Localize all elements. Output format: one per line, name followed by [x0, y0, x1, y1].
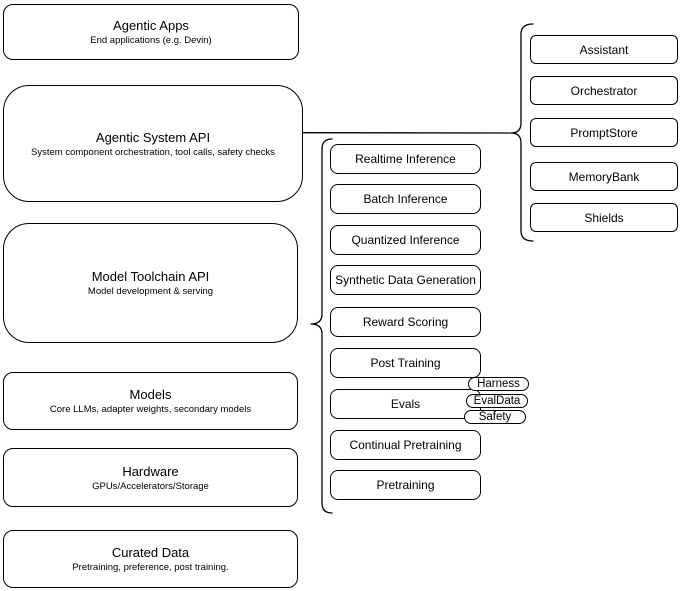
node-title: Hardware [122, 463, 179, 479]
node-subtitle: End applications (e.g. Devin) [90, 35, 212, 46]
tag-safety: Safety [464, 410, 526, 424]
node-quantized-inference: Quantized Inference [330, 225, 481, 255]
node-model-toolchain-api: Model Toolchain API Model development & … [3, 223, 298, 343]
tag-evaldata: EvalData [466, 394, 528, 408]
node-pretraining: Pretraining [330, 470, 481, 500]
node-models: Models Core LLMs, adapter weights, secon… [3, 372, 298, 430]
node-orchestrator: Orchestrator [530, 76, 678, 105]
node-batch-inference: Batch Inference [330, 184, 481, 214]
node-subtitle: GPUs/Accelerators/Storage [92, 480, 209, 492]
node-promptstore: PromptStore [530, 118, 678, 147]
node-title: Agentic Apps [113, 18, 189, 33]
node-title: Agentic System API [95, 129, 211, 145]
node-agentic-system-api: Agentic System API System component orch… [3, 85, 303, 202]
node-continual-pretraining: Continual Pretraining [330, 430, 481, 460]
node-subtitle: Pretraining, preference, post training. [72, 562, 229, 573]
node-realtime-inference: Realtime Inference [330, 144, 481, 174]
toolchain-brace [310, 138, 333, 514]
node-title: Model Toolchain API [91, 269, 210, 284]
node-title: Models [129, 387, 172, 402]
node-agentic-apps: Agentic Apps End applications (e.g. Devi… [3, 4, 299, 60]
node-curated-data: Curated Data Pretraining, preference, po… [3, 530, 298, 588]
node-title: Curated Data [111, 545, 190, 560]
node-post-training: Post Training [330, 348, 481, 378]
node-memorybank: MemoryBank [530, 162, 678, 191]
node-hardware: Hardware GPUs/Accelerators/Storage [3, 448, 298, 507]
node-reward-scoring: Reward Scoring [330, 307, 481, 337]
node-subtitle: Core LLMs, adapter weights, secondary mo… [49, 404, 252, 415]
node-evals: Evals [330, 389, 481, 419]
node-shields: Shields [530, 203, 678, 232]
node-subtitle: System component orchestration, tool cal… [31, 146, 275, 158]
tag-harness: Harness [468, 377, 529, 391]
node-assistant: Assistant [530, 35, 678, 64]
node-synthetic-data-generation: Synthetic Data Generation [330, 265, 481, 295]
node-subtitle: Model development & serving [87, 286, 214, 297]
